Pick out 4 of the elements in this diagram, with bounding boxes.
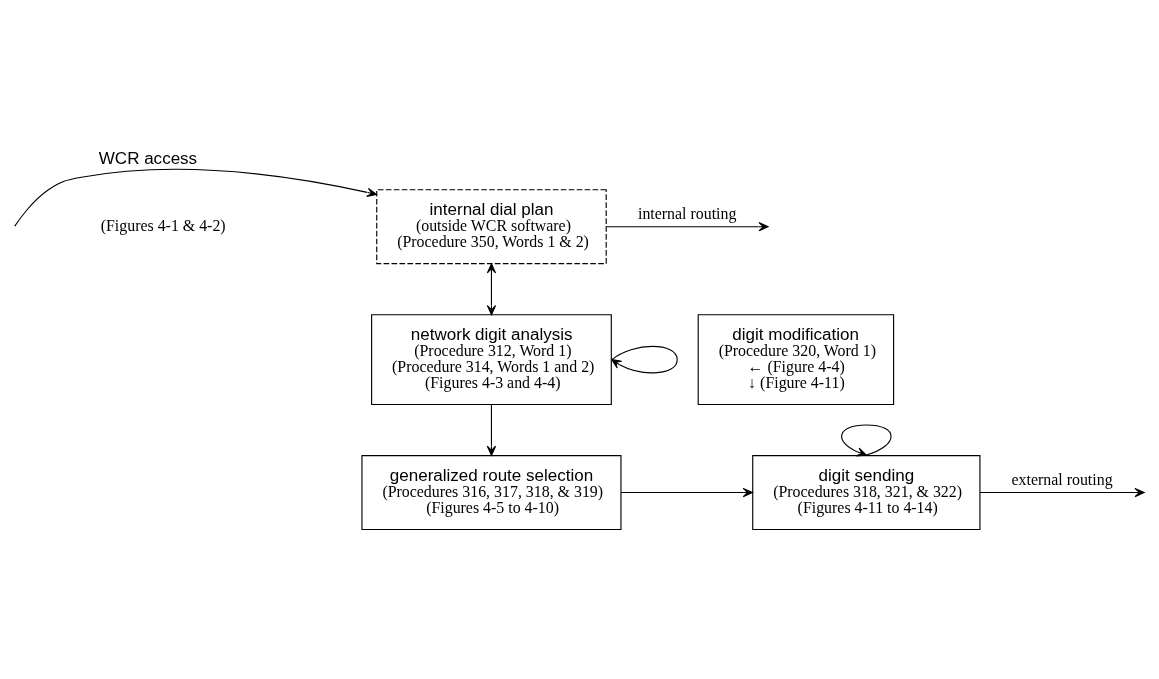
- edge-label: WCR access: [98, 148, 198, 168]
- edge-label: external routing: [1011, 470, 1113, 488]
- label: (Figures 4-1 & 4-2): [100, 216, 226, 234]
- edge-label: internal routing: [638, 204, 737, 222]
